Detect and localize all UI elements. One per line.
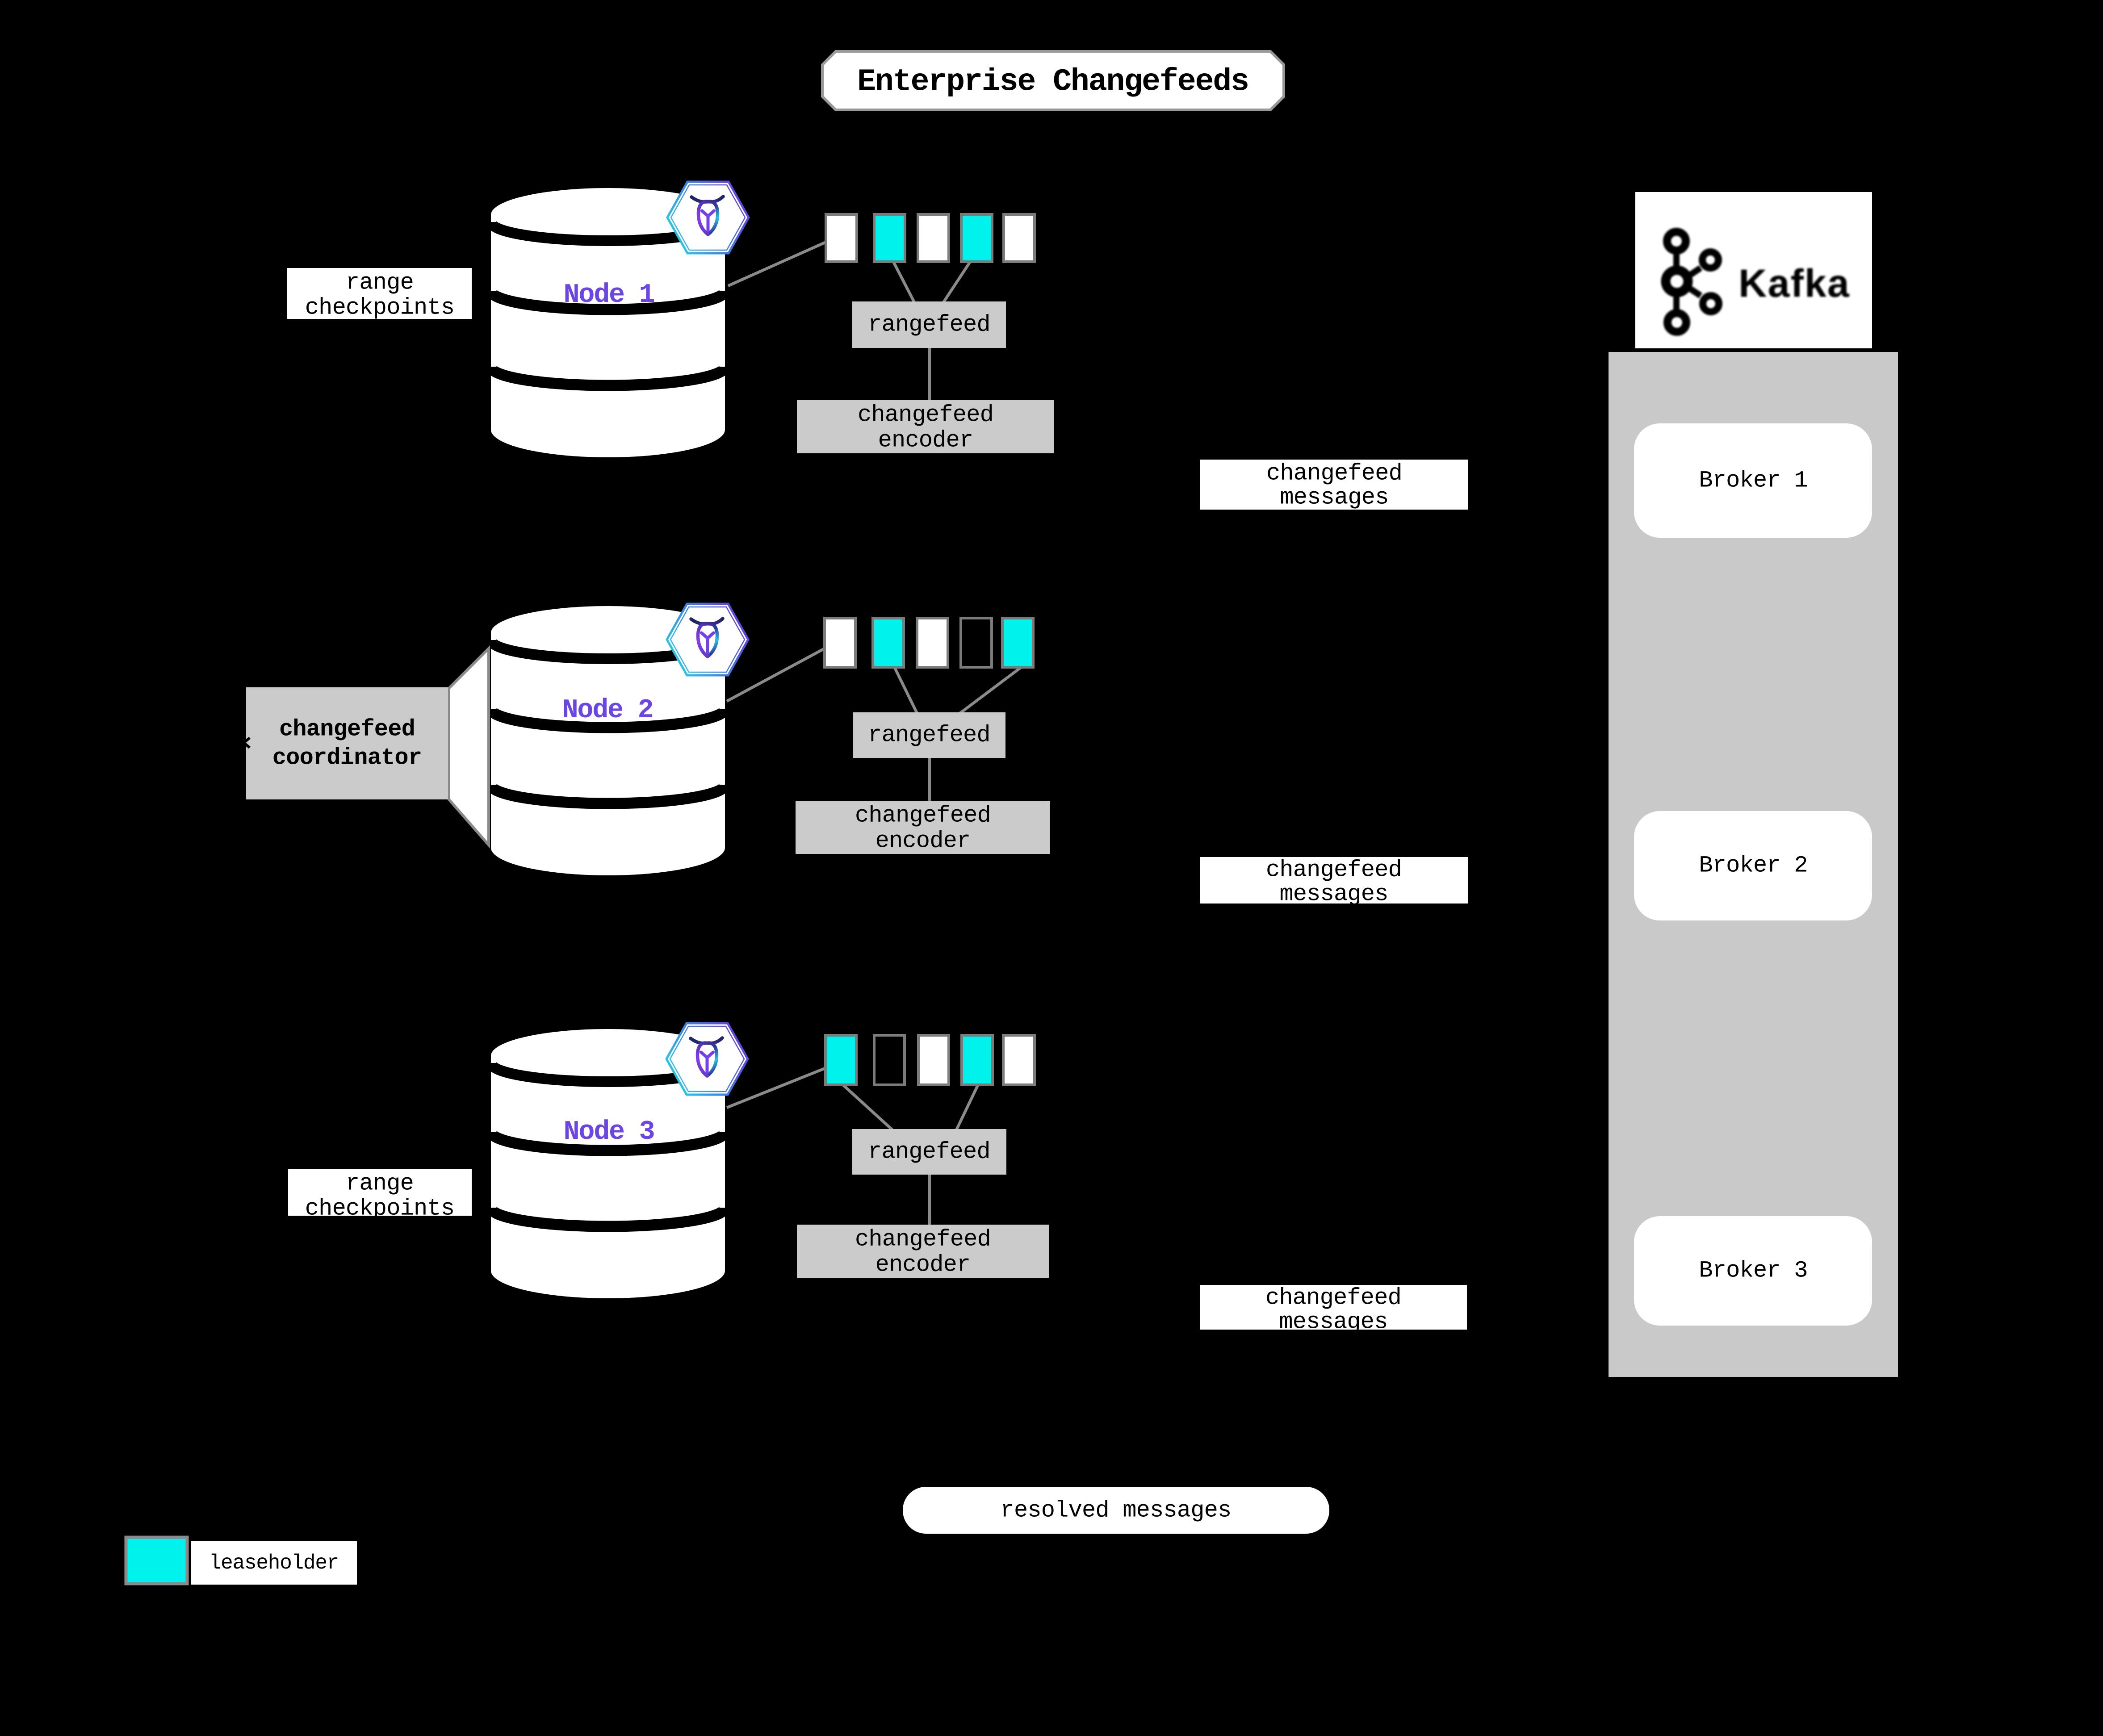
- svg-text:Broker 1: Broker 1: [1699, 468, 1807, 494]
- svg-text:changefeed: changefeed: [855, 803, 991, 829]
- svg-text:Kafka: Kafka: [1739, 261, 1850, 305]
- svg-text:messages: messages: [1280, 485, 1388, 511]
- svg-text:encoder: encoder: [876, 1252, 971, 1278]
- svg-text:changefeed: changefeed: [1265, 1285, 1401, 1311]
- svg-text:coordinator: coordinator: [272, 745, 422, 771]
- svg-text:range: range: [346, 270, 414, 296]
- svg-text:rangefeed: rangefeed: [868, 312, 990, 338]
- svg-text:messages: messages: [1279, 881, 1388, 908]
- svg-text:changefeed: changefeed: [279, 716, 415, 743]
- svg-text:Broker 2: Broker 2: [1699, 853, 1807, 879]
- svg-text:checkpoints: checkpoints: [305, 295, 454, 321]
- svg-text:rangefeed: rangefeed: [868, 722, 990, 749]
- svg-text:Broker 3: Broker 3: [1699, 1258, 1807, 1284]
- svg-text:changefeed: changefeed: [855, 1226, 991, 1253]
- svg-text:messages: messages: [1279, 1309, 1387, 1335]
- svg-text:Node 3: Node 3: [564, 1117, 654, 1147]
- svg-text:changefeed: changefeed: [1266, 857, 1402, 883]
- svg-text:Node 2: Node 2: [562, 695, 653, 726]
- svg-text:encoder: encoder: [876, 828, 971, 854]
- svg-text:changefeed: changefeed: [858, 402, 993, 428]
- svg-text:rangefeed: rangefeed: [868, 1139, 990, 1165]
- svg-text:changefeed: changefeed: [1266, 460, 1402, 487]
- svg-text:encoder: encoder: [878, 427, 973, 454]
- svg-text:range: range: [346, 1171, 414, 1197]
- svg-text:Enterprise Changefeeds: Enterprise Changefeeds: [857, 65, 1248, 100]
- svg-text:checkpoints: checkpoints: [305, 1196, 454, 1222]
- svg-text:leaseholder: leaseholder: [209, 1552, 339, 1575]
- svg-text:resolved messages: resolved messages: [1001, 1498, 1232, 1524]
- svg-text:Node 1: Node 1: [564, 280, 654, 310]
